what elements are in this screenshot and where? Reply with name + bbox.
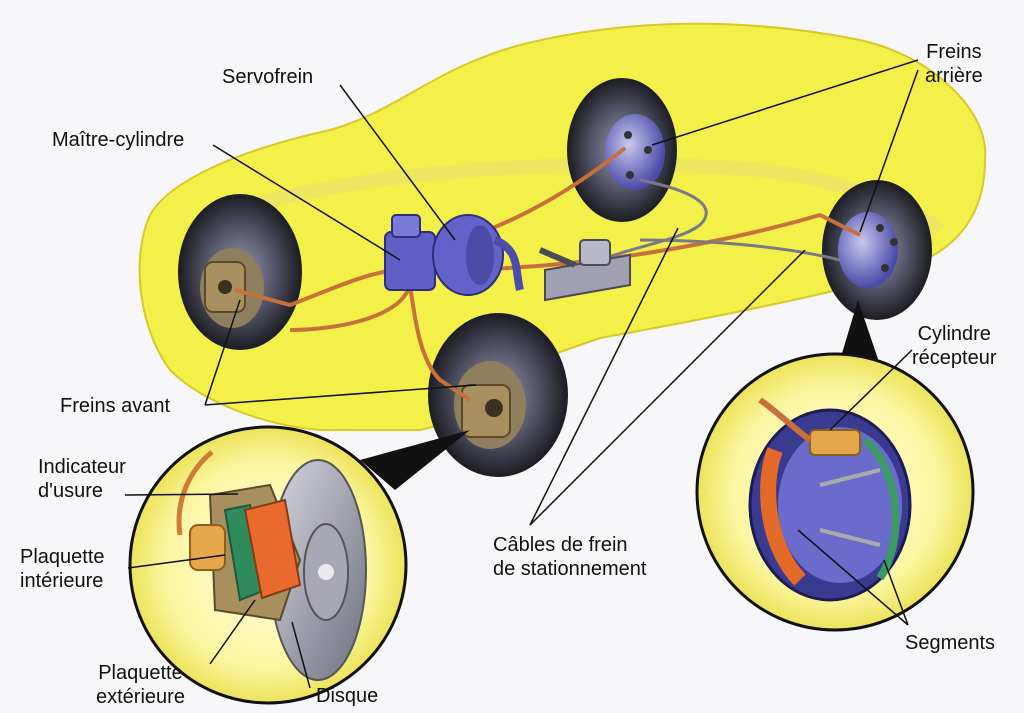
label-indicateur-usure: Indicateur d'usure	[38, 456, 126, 502]
label-plaquette-interieure: Plaquette intérieure	[20, 546, 105, 592]
drum-brake-icon	[695, 352, 975, 632]
label-servofrein: Servofrein	[222, 66, 314, 88]
label-disque: Disque	[316, 685, 379, 707]
label-freins-arriere: Freins arrière	[925, 41, 983, 87]
handbrake-lever-icon	[538, 239, 631, 302]
label-cables-frein-stationnement: Câbles de frein de stationnement	[493, 534, 647, 580]
car-outline	[138, 22, 987, 431]
rear-zoom-connector	[840, 300, 880, 365]
front-right-wheel	[428, 313, 568, 477]
leader-lines	[124, 59, 919, 689]
front-zoom-connector	[360, 430, 470, 490]
label-segments: Segments	[905, 632, 996, 654]
disc-brake-icon	[128, 425, 408, 705]
label-plaquette-exterieure: Plaquette extérieure	[96, 662, 185, 708]
parking-brake-cables	[599, 178, 841, 262]
master-cylinder-icon	[384, 214, 436, 291]
label-cylindre-recepteur: Cylindre récepteur	[912, 323, 997, 369]
front-left-wheel	[178, 194, 302, 350]
label-freins-avant: Freins avant	[60, 395, 171, 417]
label-maitre-cylindre: Maître-cylindre	[52, 129, 185, 151]
rear-right-wheel	[822, 180, 932, 320]
